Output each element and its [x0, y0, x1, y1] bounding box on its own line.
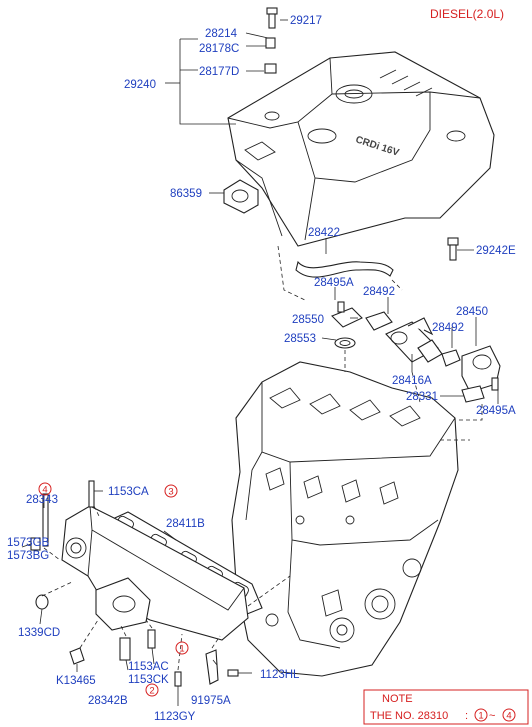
bolt-1123GY [174, 671, 182, 687]
label-K13465[interactable]: K13465 [56, 675, 96, 687]
callout-3: 3 [164, 484, 178, 498]
exhaust-manifold [61, 505, 249, 641]
label-28495A-right[interactable]: 28495A [476, 405, 516, 417]
label-28331[interactable]: 28331 [406, 391, 438, 403]
nut-1339CD [35, 594, 49, 610]
note-circled-end: 4 [506, 711, 511, 722]
callout-4: 4 [38, 482, 52, 496]
note-text: THE NO. 28310 [370, 710, 448, 722]
stud-28343 [42, 493, 49, 547]
label-29242E[interactable]: 29242E [476, 245, 516, 257]
callout-2: 2 [145, 683, 159, 697]
label-1153CA[interactable]: 1153CA [108, 486, 149, 498]
label-1153CK[interactable]: 1153CK [128, 674, 169, 686]
label-29217[interactable]: 29217 [290, 15, 322, 27]
note-circle-start [474, 708, 488, 722]
gasket-86359 [223, 179, 259, 214]
bracket-91975A [205, 649, 219, 685]
svg-text:3: 3 [168, 487, 173, 498]
svg-text:1: 1 [179, 644, 184, 655]
grommet-28177D [264, 63, 277, 74]
engine-cover: CRDi 16V [227, 51, 495, 247]
svg-text:4: 4 [42, 485, 47, 496]
note-circled-start: 1 [478, 711, 483, 722]
label-1573BG[interactable]: 1573BG [7, 550, 49, 562]
variant-title: DIESEL(2.0L) [430, 7, 504, 21]
bushing-28178C [265, 37, 276, 49]
label-28411B[interactable]: 28411B [166, 518, 205, 530]
label-28416A[interactable]: 28416A [392, 375, 432, 387]
label-1339CD[interactable]: 1339CD [18, 627, 60, 639]
callout-1: 1 [175, 641, 189, 655]
label-86359[interactable]: 86359 [170, 188, 202, 200]
label-1573GB[interactable]: 1573GB [7, 537, 50, 549]
bolt-1123HL [227, 669, 239, 677]
label-28342B[interactable]: 28342B [88, 695, 128, 707]
part-labels: 28214 29217 28178C 28177D 29240 86359 28… [7, 15, 516, 723]
note-colon: : [465, 710, 468, 722]
label-28214[interactable]: 28214 [205, 28, 238, 40]
note-circle-end [502, 708, 516, 722]
bolt-29217 [266, 7, 278, 29]
label-29240[interactable]: 29240 [124, 79, 156, 91]
label-1123GY[interactable]: 1123GY [154, 711, 196, 723]
bolt-29242E [447, 237, 459, 261]
svg-text:2: 2 [149, 686, 154, 697]
label-1123HL[interactable]: 1123HL [260, 669, 300, 681]
note-box: NOTE THE NO. 28310 : 1 ~ 4 [363, 689, 529, 725]
label-28492-right[interactable]: 28492 [432, 322, 464, 334]
stud-1153CA [88, 480, 95, 508]
label-28422[interactable]: 28422 [308, 227, 340, 239]
label-91975A[interactable]: 91975A [191, 695, 231, 707]
label-28177D[interactable]: 28177D [199, 66, 239, 78]
sleeve-28342B [119, 637, 131, 661]
leader-lines [21, 19, 499, 706]
egr-assembly [331, 301, 501, 403]
label-28553[interactable]: 28553 [284, 333, 316, 345]
hose-28422 [295, 260, 394, 278]
label-1153AC[interactable]: 1153AC [128, 661, 169, 673]
engine-block [231, 361, 459, 677]
nut-K13465 [69, 647, 85, 665]
label-28550[interactable]: 28550 [292, 314, 324, 326]
stud-1153AC [147, 629, 156, 649]
dashed-guides [41, 245, 483, 671]
label-28343[interactable]: 28343 [26, 494, 58, 506]
label-28495A-top[interactable]: 28495A [314, 277, 354, 289]
note-title: NOTE [382, 693, 413, 705]
label-28178C[interactable]: 28178C [199, 43, 239, 55]
label-28492-left[interactable]: 28492 [363, 286, 395, 298]
note-range-sep: ~ [489, 710, 495, 722]
label-28450[interactable]: 28450 [456, 306, 488, 318]
